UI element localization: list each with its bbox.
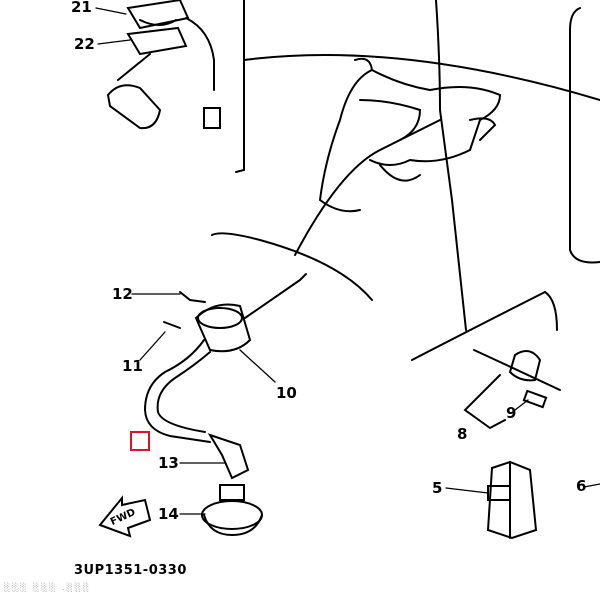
callout-13: 13 bbox=[158, 454, 179, 472]
relay-block bbox=[486, 460, 538, 540]
callout-8: 8 bbox=[457, 425, 468, 443]
frame-arc-top bbox=[243, 54, 600, 101]
relay-connector bbox=[463, 349, 561, 430]
panel-top-left-border bbox=[235, 0, 245, 173]
callout-6: 6 bbox=[576, 477, 587, 495]
fuel-sender-unit bbox=[106, 0, 221, 130]
frame-arc-right bbox=[411, 290, 558, 361]
callout-21: 21 bbox=[71, 0, 92, 16]
footer-noise: ░░░ ░░░ .░░░ bbox=[4, 583, 91, 592]
callout-14: 14 bbox=[158, 505, 179, 523]
ignition-coil bbox=[143, 273, 307, 480]
cable-left bbox=[294, 119, 441, 256]
callout-22: 22 bbox=[74, 35, 95, 53]
frame-right-panel bbox=[569, 7, 600, 264]
callout-10: 10 bbox=[276, 384, 297, 402]
fwd-arrow-icon bbox=[98, 495, 152, 538]
leader-lines bbox=[95, 7, 600, 515]
scooter-outline bbox=[318, 57, 502, 213]
callout-5: 5 bbox=[432, 479, 443, 497]
part-code: 3UP1351-0330 bbox=[74, 563, 187, 578]
highlight-box[interactable] bbox=[130, 431, 150, 451]
main-cable bbox=[435, 0, 467, 331]
spark-plug-cap bbox=[201, 484, 263, 537]
callout-9: 9 bbox=[506, 404, 517, 422]
frame-arc-middle bbox=[211, 232, 373, 301]
callout-12: 12 bbox=[112, 285, 133, 303]
callout-11: 11 bbox=[122, 357, 143, 375]
